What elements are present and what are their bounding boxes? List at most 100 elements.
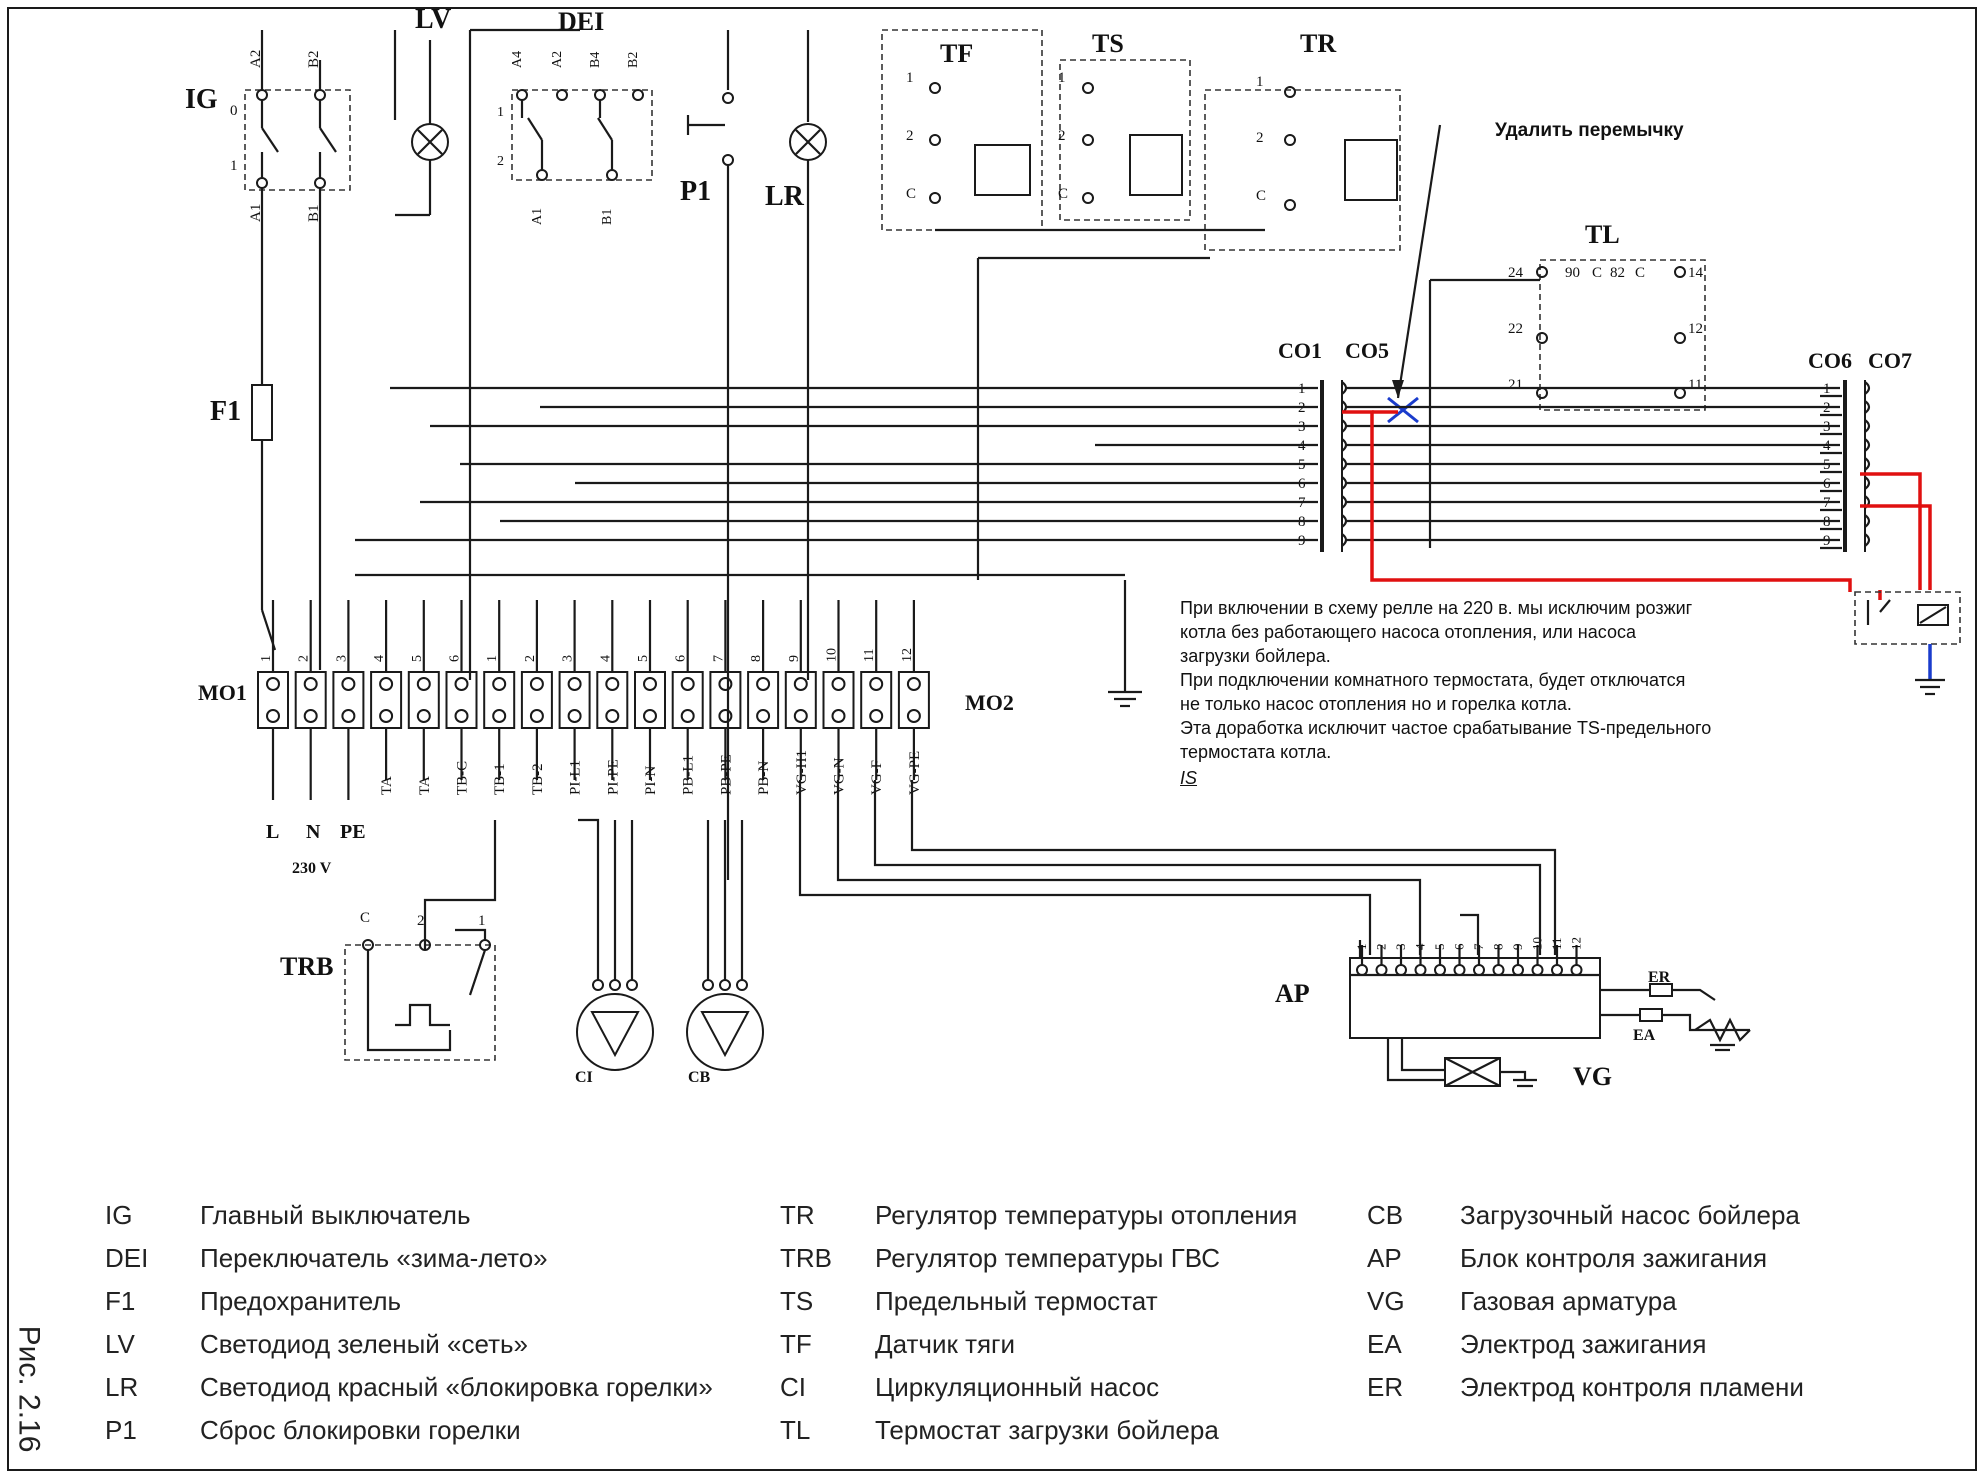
connector-co1-co5 <box>1320 380 1343 552</box>
svg-text:11: 11 <box>1688 377 1702 393</box>
label-tr: TR <box>1300 29 1336 58</box>
terminal-screw-top <box>756 677 771 691</box>
svg-text:B4: B4 <box>588 52 603 68</box>
led-red-lr <box>789 30 827 680</box>
gas-valve-vg <box>1386 1038 1537 1088</box>
svg-text:1: 1 <box>230 158 238 174</box>
svg-text:24: 24 <box>1508 265 1524 281</box>
ground-symbol-center <box>355 573 1142 708</box>
label-ap: AP <box>1275 979 1310 1008</box>
svg-text:B2: B2 <box>626 52 641 68</box>
terminal-screw-top <box>906 677 921 691</box>
label-co6: CO6 <box>1808 348 1852 373</box>
mo1-number: 1 <box>259 655 274 662</box>
terminal-screw-top <box>680 677 695 691</box>
boiler-thermostat-tl <box>1428 259 1706 548</box>
heating-regulator-tr <box>1204 86 1401 251</box>
mo2-number: 11 <box>862 649 877 662</box>
mo1-number: 6 <box>448 655 463 662</box>
terminal-label: PB-N <box>756 761 772 795</box>
terminal-screw-top <box>379 677 394 691</box>
label-tf: TF <box>940 39 973 68</box>
label-supply-l: L <box>266 821 279 843</box>
mo2-number: 7 <box>711 655 726 662</box>
connector-co6-co7 <box>1843 380 1866 552</box>
terminal-screw <box>257 671 289 729</box>
ap-pin <box>1395 964 1407 976</box>
svg-text:0: 0 <box>230 103 238 119</box>
ap-pin <box>1434 964 1446 976</box>
co7-contact <box>1864 476 1871 490</box>
svg-text:A1: A1 <box>248 204 264 222</box>
svg-text:C: C <box>360 910 370 926</box>
ap-pin <box>1473 964 1485 976</box>
terminal-label: VG-H1 <box>794 750 810 795</box>
svg-text:A2: A2 <box>550 51 565 68</box>
terminal-screw-top <box>266 677 280 691</box>
terminal-screw <box>558 671 591 729</box>
terminal-screw-bottom <box>266 709 280 723</box>
svg-text:C: C <box>906 186 916 202</box>
label-supply-voltage: 230 V <box>292 860 332 877</box>
label-mo2: MO2 <box>965 690 1014 715</box>
terminal-screw <box>596 671 629 729</box>
co7-contact <box>1864 419 1871 433</box>
label-er: ER <box>1648 969 1671 986</box>
label-ci: CI <box>575 1069 593 1086</box>
terminal-screw-bottom <box>529 709 544 723</box>
terminal-screw-top <box>643 677 657 691</box>
terminal-screw-top <box>718 677 733 691</box>
svg-text:1: 1 <box>1058 70 1066 86</box>
terminal-screw-top <box>416 677 431 691</box>
terminal-screw-bottom <box>567 709 582 723</box>
terminal-screw-top <box>492 677 507 691</box>
terminal-screw-bottom <box>831 709 846 723</box>
ap-pin-number: 1 <box>1354 944 1369 951</box>
terminal-screw-top <box>341 677 356 691</box>
terminal-screw-bottom <box>793 709 808 723</box>
terminal-label: PI-PE <box>605 759 621 795</box>
terminal-screw-bottom <box>869 709 884 723</box>
svg-text:21: 21 <box>1508 377 1523 393</box>
mo1-number: 3 <box>334 655 349 662</box>
mo2-number: 4 <box>598 655 613 662</box>
mo2-number: 2 <box>523 655 538 662</box>
mo2-number: 5 <box>636 655 651 662</box>
page-border <box>7 7 1977 1471</box>
co7-contact <box>1864 457 1871 471</box>
svg-text:2: 2 <box>906 128 914 144</box>
co7-contact <box>1864 514 1871 528</box>
ap-pin-number: 12 <box>1569 937 1584 950</box>
svg-text:22: 22 <box>1508 321 1523 337</box>
label-lv: LV <box>415 4 451 35</box>
ap-pin <box>1512 964 1524 976</box>
ap-pin <box>1492 964 1505 976</box>
terminal-screw-top <box>869 677 884 691</box>
terminal-screw <box>822 671 855 729</box>
terminal-screw <box>784 671 817 729</box>
mo2-number: 1 <box>485 655 500 662</box>
terminal-label: TA <box>379 776 395 795</box>
terminal-screw <box>897 671 930 729</box>
terminal-label: VG-PE <box>907 751 923 795</box>
svg-text:B1: B1 <box>306 204 322 222</box>
mo2-number: 8 <box>749 655 764 662</box>
ap-pin <box>1375 964 1388 976</box>
terminal-screw-bottom <box>718 709 733 723</box>
mo2-number: 3 <box>561 655 576 662</box>
figure-caption: Рис. 2.16 <box>12 1325 46 1453</box>
svg-text:A1: A1 <box>530 208 545 225</box>
fuse-f1 <box>251 188 322 670</box>
svg-text:C: C <box>1592 265 1602 281</box>
ap-pin-number: 5 <box>1432 944 1447 951</box>
terminal-screw <box>860 671 893 729</box>
terminal-screw-bottom <box>605 709 620 723</box>
ap-wiring <box>798 780 1557 955</box>
terminal-screw-bottom <box>341 709 356 723</box>
svg-text:A4: A4 <box>510 51 525 68</box>
relay-modification-note: При включении в схему релле на 220 в. мы… <box>1180 596 1820 790</box>
main-switch-ig <box>244 30 351 191</box>
mo1-number: 2 <box>297 655 312 662</box>
svg-text:C: C <box>1635 265 1645 281</box>
label-lr: LR <box>765 181 805 212</box>
